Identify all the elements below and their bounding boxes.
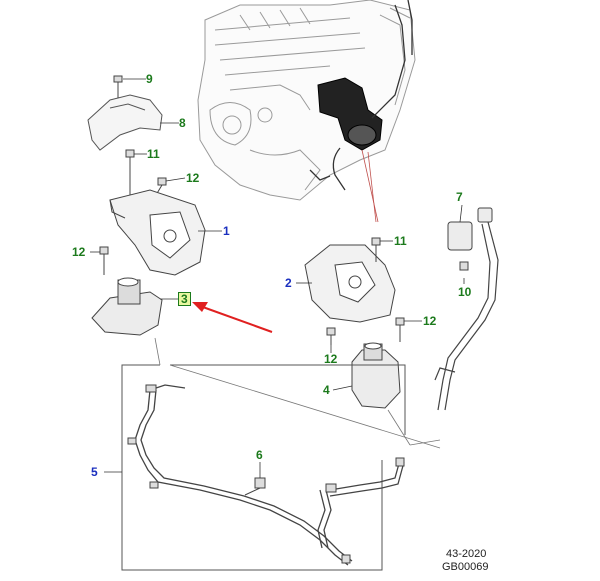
callout-6: 6 [256, 448, 263, 462]
heat-shield-part [87, 94, 163, 151]
callout-4: 4 [323, 383, 330, 397]
figure-reference-number: 43-2020 [446, 548, 487, 560]
callout-8: 8 [179, 116, 186, 130]
callout-10: 10 [458, 285, 472, 299]
callout-9: 9 [146, 72, 153, 86]
highlight-arrow [192, 302, 273, 333]
bolt-12-right [395, 317, 405, 342]
callout-11-left: 11 [147, 147, 160, 161]
engine-mount-bracket-1 [109, 189, 206, 276]
callout-12-upper-left: 12 [186, 171, 200, 185]
vacuum-solenoid-assembly [447, 207, 493, 251]
engine-block-illustration [197, 0, 416, 201]
vacuum-pipes-right [434, 221, 499, 411]
engine-mount-bracket-highlight [317, 77, 383, 151]
bolt-10 [459, 261, 469, 271]
callout-5: 5 [91, 465, 98, 479]
callout-leaders [90, 78, 465, 478]
callout-2: 2 [285, 276, 292, 290]
bolt-9 [113, 75, 123, 98]
bolt-11-right [371, 237, 381, 262]
callout-12-left: 12 [72, 245, 86, 259]
callout-7: 7 [456, 190, 463, 204]
hose-connectors [127, 384, 405, 564]
callout-12-right: 12 [423, 314, 437, 328]
hose-clip-6 [244, 477, 266, 496]
hose-assembly-box [121, 364, 406, 571]
callout-3-highlighted: 3 [178, 292, 191, 306]
guide-lines [154, 337, 441, 449]
figure-code: GB00069 [442, 561, 489, 573]
callout-12-center: 12 [324, 352, 338, 366]
bolt-11-left [125, 149, 135, 200]
bolt-12-left [99, 246, 109, 275]
engine-mount-bracket-2 [304, 244, 396, 323]
callout-11-right: 11 [394, 234, 407, 248]
bolt-12-center [326, 327, 336, 345]
vacuum-hoses [134, 384, 405, 566]
callout-1: 1 [223, 224, 230, 238]
engine-leader-lines [361, 149, 379, 223]
engine-mount-3 [91, 277, 163, 336]
engine-mount-4 [351, 342, 401, 409]
engine-wiring [309, 0, 413, 191]
